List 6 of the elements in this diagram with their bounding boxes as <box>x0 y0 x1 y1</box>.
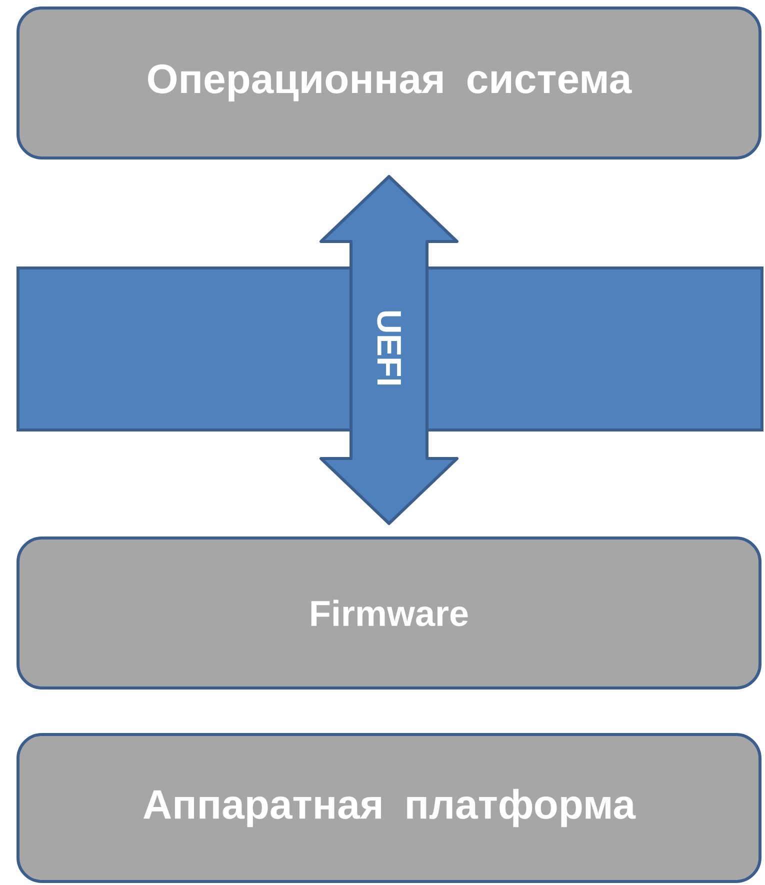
edge-label: UEFI <box>377 311 401 384</box>
double-block-arrow <box>320 175 458 525</box>
layer-box: Операционная система <box>16 6 762 160</box>
layer-box: Firmware <box>16 536 762 690</box>
band-bar <box>16 266 764 432</box>
layer-box: Аппаратная платформа <box>16 733 762 883</box>
